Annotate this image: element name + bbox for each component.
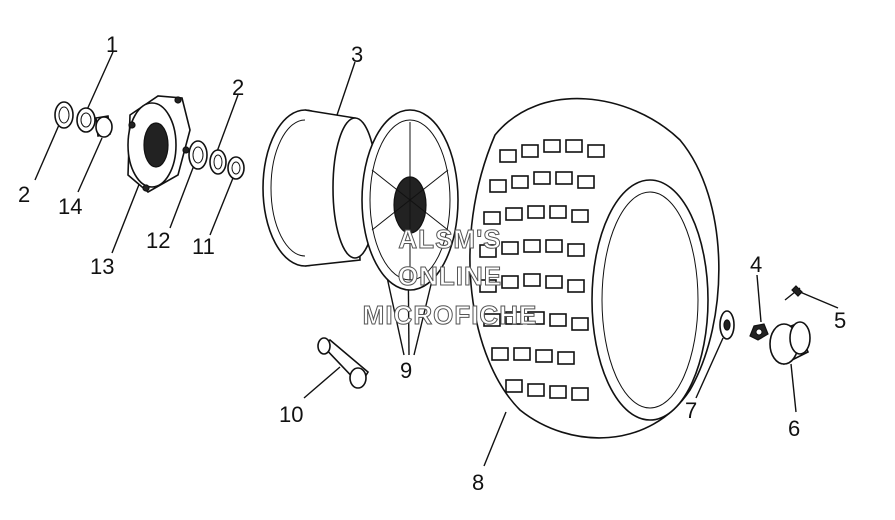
bearing-race-14	[95, 115, 113, 138]
callout-12: 12	[146, 228, 170, 253]
watermark-line-1: ALSM'S	[398, 224, 501, 254]
spacer-11	[227, 156, 245, 180]
watermark-line-2: ONLINE	[398, 261, 502, 291]
callout-9: 9	[400, 358, 412, 383]
callout-10: 10	[279, 402, 303, 427]
callouts: 1 2 2 3 4 5 6 7 8 9 10 11 12 13 14	[18, 32, 846, 495]
callout-2b: 2	[232, 75, 244, 100]
bearing-1	[76, 107, 96, 133]
hub-13	[127, 95, 191, 193]
washer-7	[719, 310, 735, 340]
seal-washer-right	[209, 149, 227, 175]
callout-8: 8	[472, 470, 484, 495]
nut-4	[749, 323, 769, 341]
callout-4: 4	[750, 252, 762, 277]
callout-3: 3	[351, 42, 363, 67]
tire-8	[469, 97, 720, 439]
valve-stem-10	[317, 337, 370, 389]
callout-14: 14	[58, 194, 82, 219]
callout-11: 11	[192, 234, 215, 259]
watermark: ALSM'S ONLINE MICROFICHE	[362, 224, 538, 331]
watermark-line-3: MICROFICHE	[363, 300, 538, 330]
rim-half-3	[262, 109, 378, 267]
tread-pattern	[479, 139, 605, 401]
cotter-pin-5	[784, 285, 803, 301]
callout-2a: 2	[18, 182, 30, 207]
callout-13: 13	[90, 254, 114, 279]
hub-cap-6	[769, 321, 811, 366]
callout-6: 6	[788, 416, 800, 441]
bearing-12	[188, 140, 208, 170]
callout-1: 1	[106, 32, 118, 57]
rim-front	[361, 109, 459, 291]
callout-7: 7	[685, 398, 697, 423]
seal-washer-left	[54, 101, 74, 129]
callout-5: 5	[834, 308, 846, 333]
leader-lines	[34, 51, 839, 467]
